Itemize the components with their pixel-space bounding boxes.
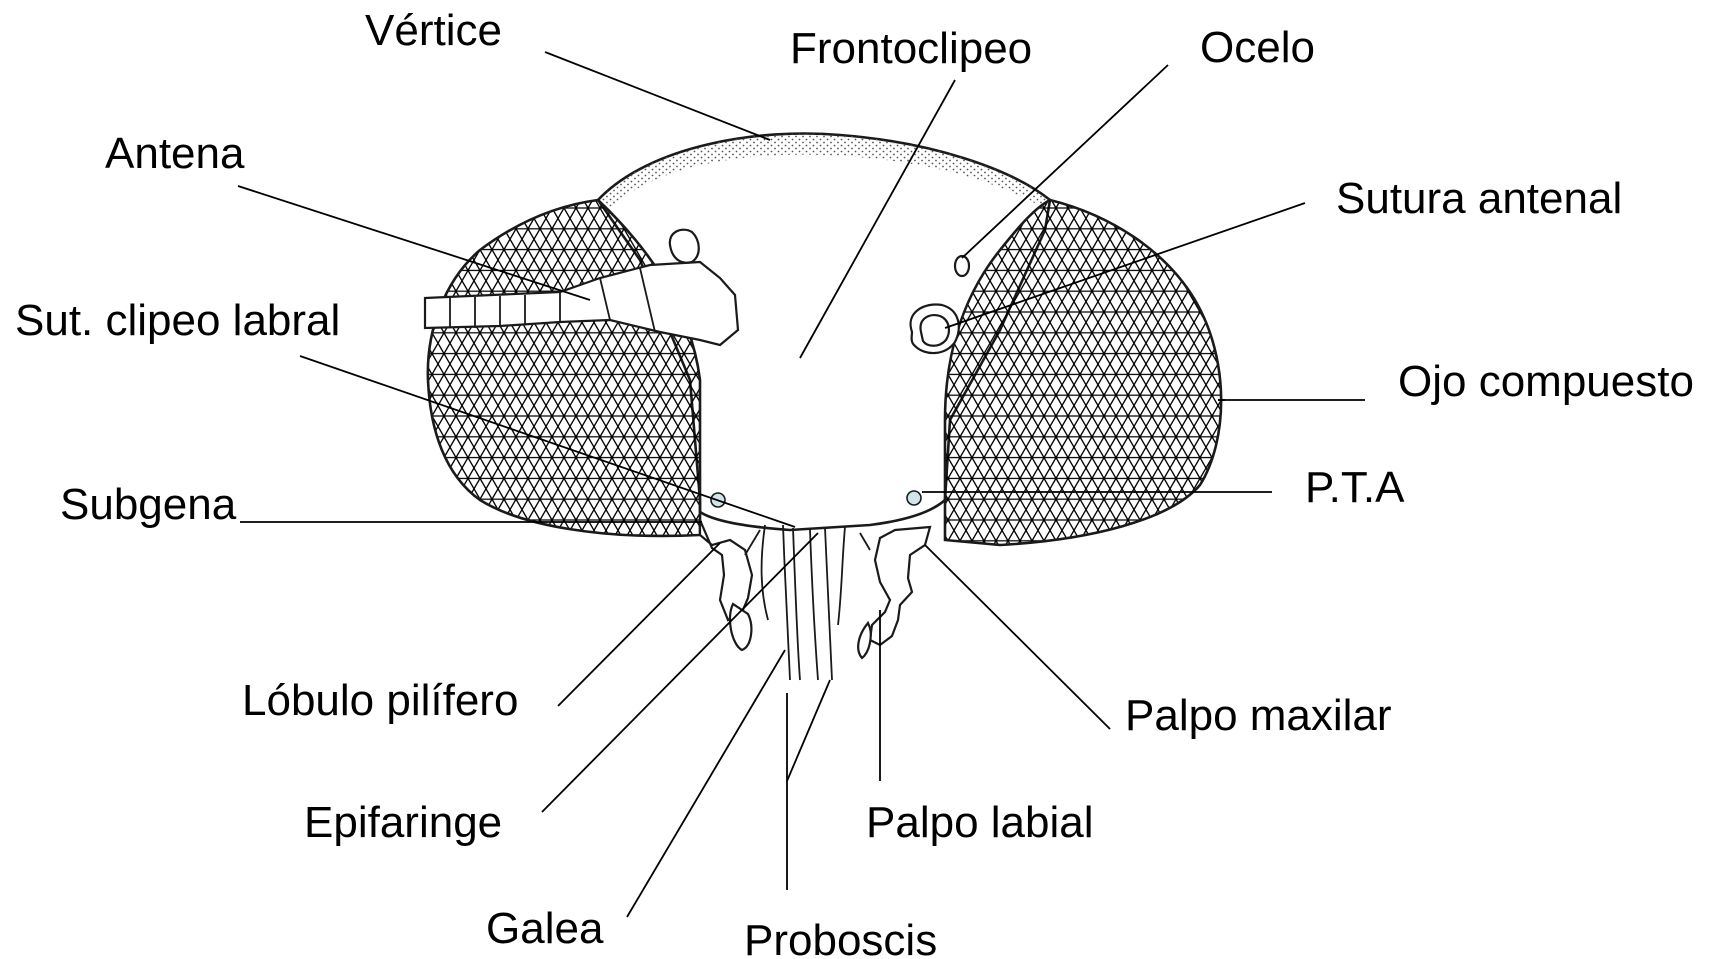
label-proboscis: Proboscis [744,916,937,959]
pta-right [907,491,921,505]
label-sutura-antenal: Sutura antenal [1336,174,1622,223]
label-lobulo-pilifero: Lóbulo pilífero [242,676,518,725]
ocellus [955,256,969,276]
label-sut-clipeo-labral: Sut. clipeo labral [15,296,340,345]
label-palpo-maxilar: Palpo maxilar [1125,691,1392,740]
label-ojo-compuesto: Ojo compuesto [1398,357,1694,406]
label-antena: Antena [105,129,245,178]
label-frontoclipeo: Frontoclipeo [790,24,1032,73]
antennal-socket [911,304,959,353]
label-galea: Galea [486,904,604,953]
label-palpo-labial: Palpo labial [866,798,1094,847]
label-epifaringe: Epifaringe [304,798,502,847]
label-pta: P.T.A [1305,463,1405,512]
label-vertice: Vértice [365,6,502,55]
mouthparts [700,520,930,680]
label-ocelo: Ocelo [1200,23,1315,72]
label-subgena: Subgena [60,480,237,529]
